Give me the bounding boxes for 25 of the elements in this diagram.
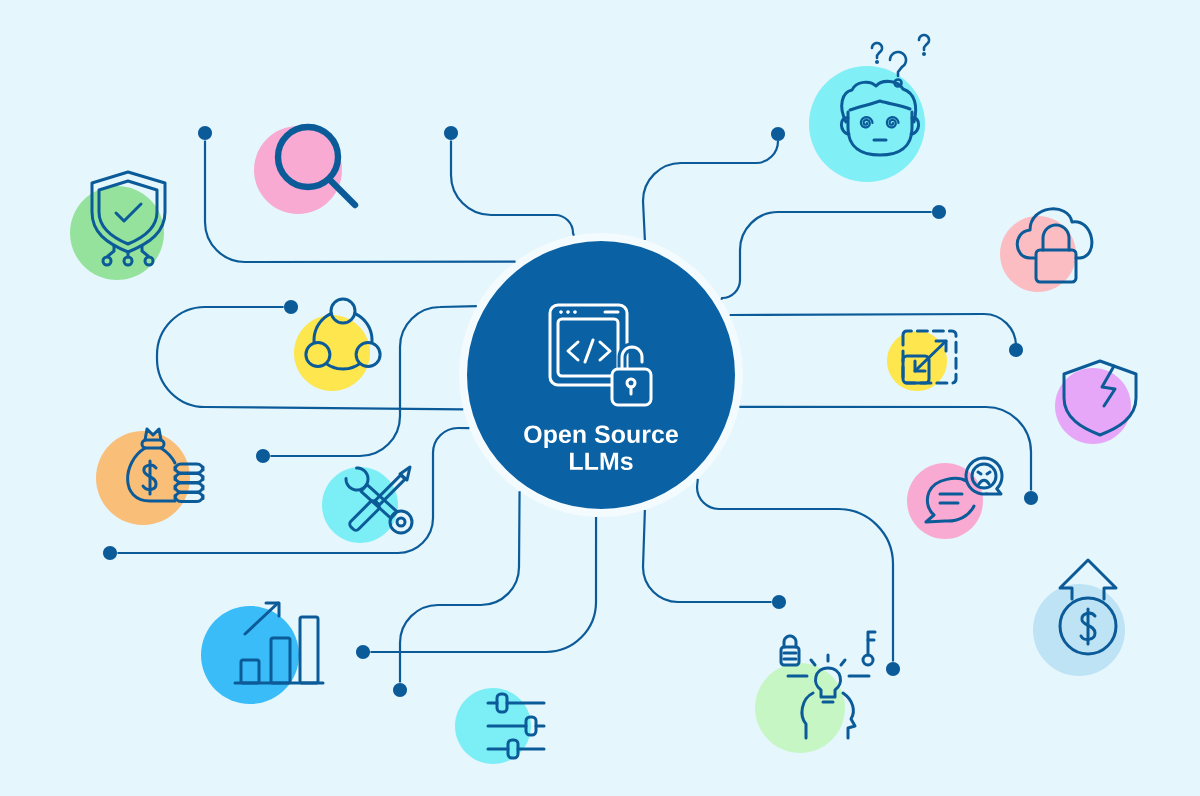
end-dot [932, 205, 946, 219]
end-dot [256, 449, 270, 463]
end-dot [1009, 343, 1023, 357]
connector-line [695, 478, 895, 662]
connector-line [270, 305, 477, 458]
connector-line [398, 491, 521, 683]
connector-line [117, 426, 470, 555]
connector-line [449, 140, 575, 236]
end-dot [1024, 491, 1038, 505]
end-dot [771, 127, 785, 141]
end-dot [393, 683, 407, 697]
connector-line [739, 405, 1033, 491]
connector-line [641, 139, 780, 240]
end-dot [772, 595, 786, 609]
end-dot [886, 662, 900, 676]
end-dot [444, 126, 458, 140]
connector-line [155, 305, 464, 411]
end-dot [198, 126, 212, 140]
connector-line [641, 510, 772, 604]
end-dot [284, 300, 298, 314]
connector-line [370, 516, 598, 654]
end-dot [103, 546, 117, 560]
connector-line [720, 210, 932, 301]
end-dot [356, 645, 370, 659]
connector-line [203, 140, 516, 264]
